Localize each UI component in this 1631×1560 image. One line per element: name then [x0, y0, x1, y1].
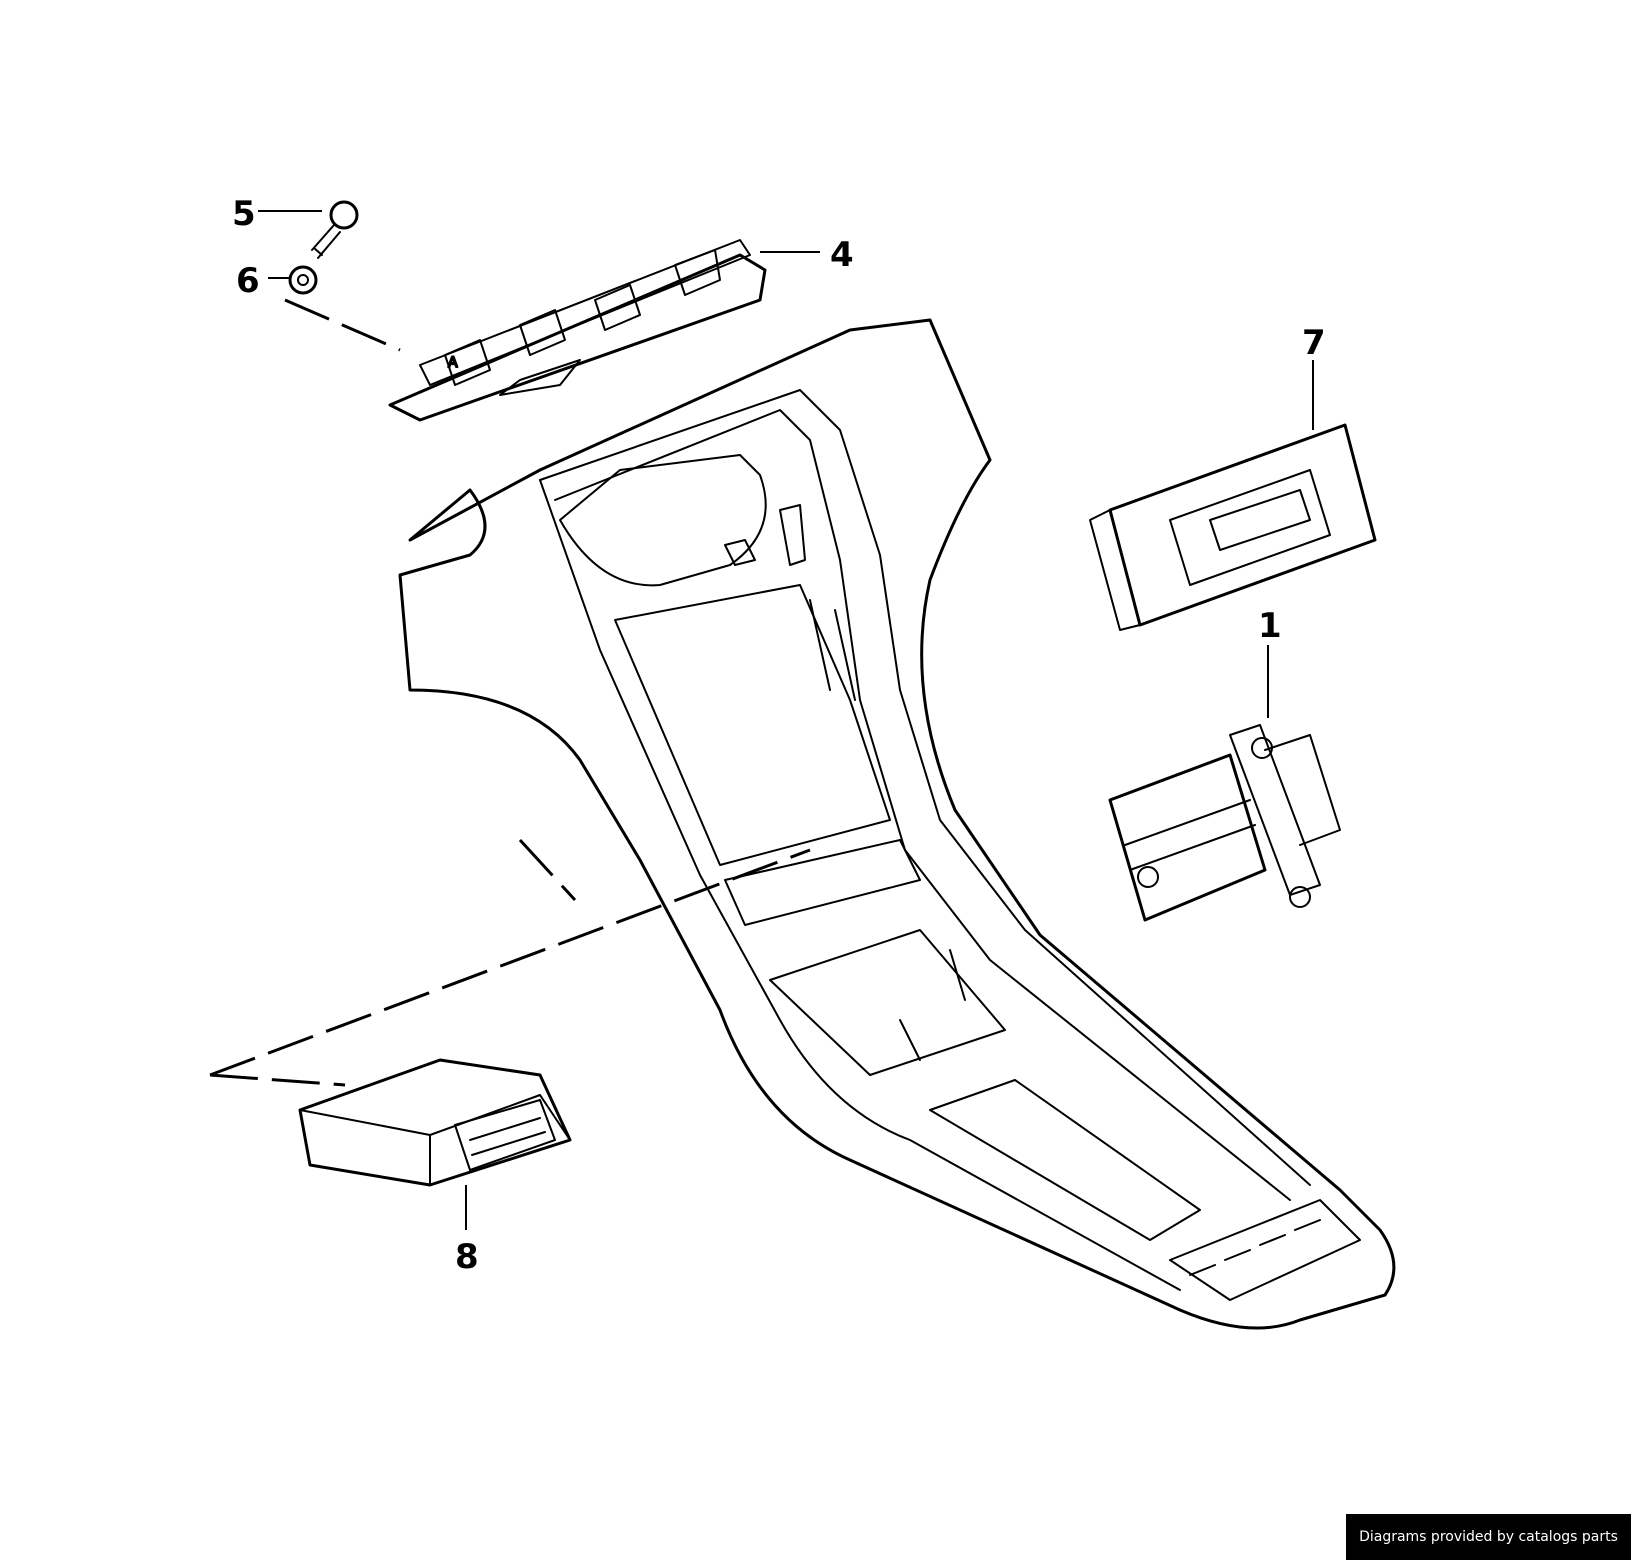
part-relay-module — [1108, 724, 1341, 922]
part-nut — [288, 265, 318, 295]
callout-1: 1 — [1258, 606, 1282, 646]
part-control-unit-display — [1089, 423, 1377, 631]
callout-7: 7 — [1302, 323, 1326, 363]
diagram-credit: Diagrams provided by catalogs parts — [1346, 1514, 1631, 1560]
callout-5: 5 — [232, 194, 256, 234]
svg-text:A: A — [448, 355, 458, 371]
assembly-lines — [209, 298, 811, 1087]
part-screw — [311, 200, 359, 259]
callout-4: 4 — [830, 235, 854, 275]
part-control-module — [298, 1058, 572, 1187]
center-console — [398, 318, 1396, 1330]
callout-8: 8 — [455, 1237, 479, 1277]
callout-6: 6 — [236, 261, 260, 301]
leader-lines — [258, 210, 1314, 1230]
part-switch-panel: A — [388, 239, 767, 422]
